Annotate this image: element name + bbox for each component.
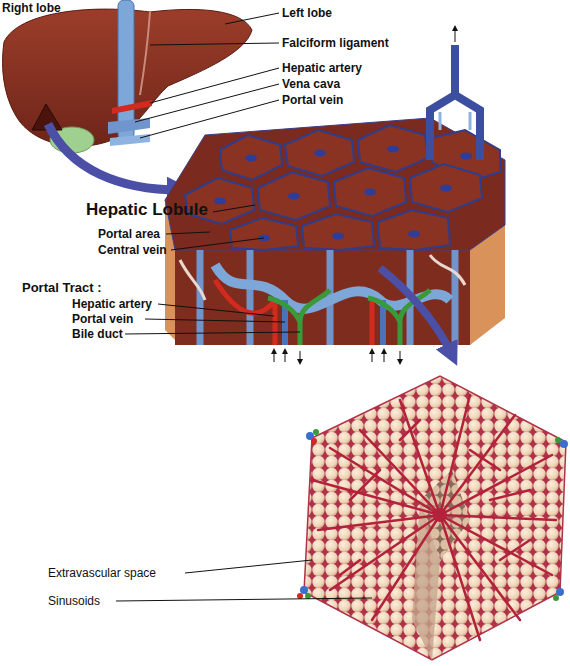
part-label: Vena cava (282, 77, 340, 91)
part-label: Hepatic Lobule (86, 200, 208, 219)
portal-triad (297, 429, 568, 601)
part-label: Right lobe (2, 1, 61, 15)
part-label: Left lobe (282, 6, 332, 20)
lobule-model (297, 376, 568, 660)
front-vessels (180, 250, 465, 345)
part-label: Sinusoids (48, 594, 100, 608)
part-label: Portal vein (282, 93, 343, 107)
part-label: Portal area (98, 227, 160, 241)
flow-arrows (274, 351, 400, 362)
part-label: Central vein (98, 243, 167, 257)
zoom-arrow (48, 124, 180, 190)
leader-lines (116, 13, 372, 601)
part-label: Extravascular space (48, 566, 156, 580)
part-label: Falciform ligament (282, 36, 389, 50)
part-label: Bile duct (72, 327, 123, 341)
zoom-arrow (380, 268, 452, 355)
part-label: Portal Tract : (22, 280, 101, 295)
part-label: Hepatic artery (282, 61, 362, 75)
part-label: Hepatic artery (72, 297, 152, 311)
liver-organ (3, 0, 252, 153)
lobule-block (165, 28, 505, 362)
part-label: Portal vein (72, 312, 133, 326)
